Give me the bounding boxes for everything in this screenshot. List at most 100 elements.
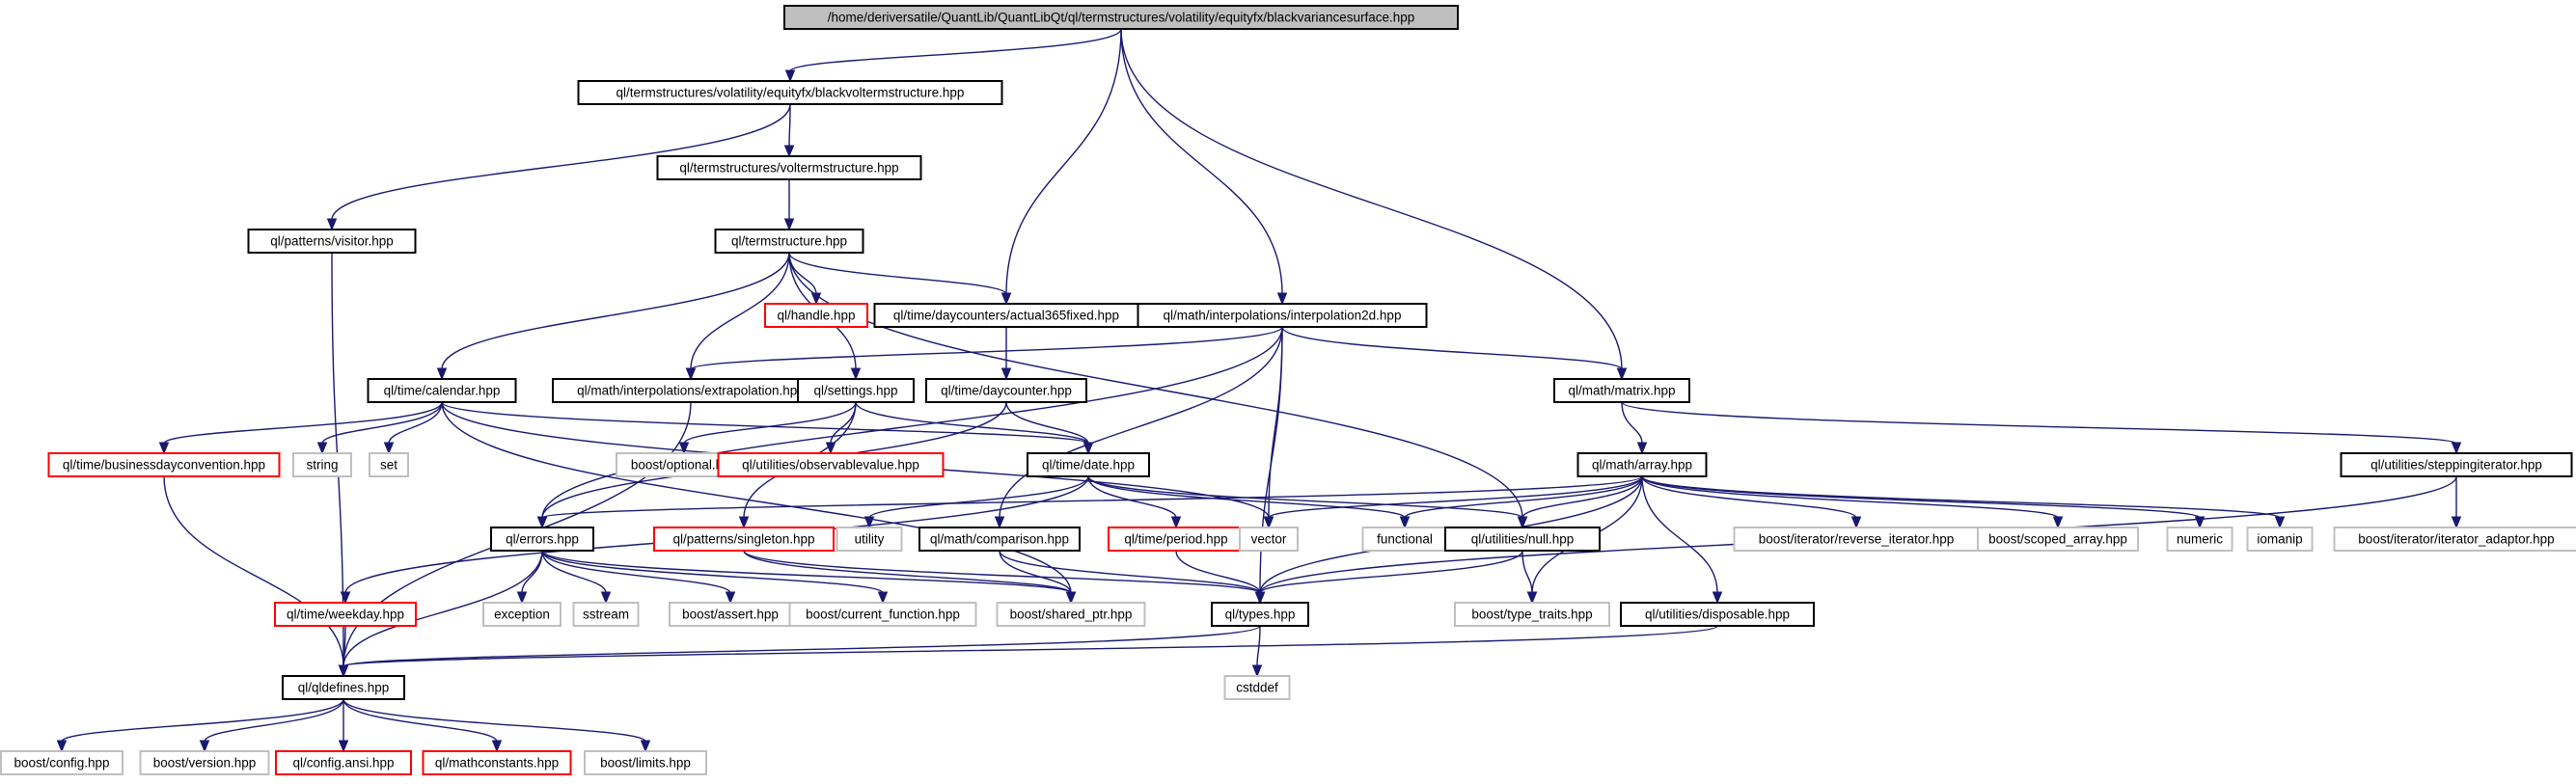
node-vts[interactable]: ql/termstructures/voltermstructure.hpp xyxy=(656,155,922,180)
node-layer: /home/deriversatile/QuantLib/QuantLibQt/… xyxy=(0,5,2576,775)
arrow-head xyxy=(326,218,338,231)
arrow-head xyxy=(338,740,349,753)
edge-qldefines-to-bversion xyxy=(199,698,344,753)
arrow-head xyxy=(2274,516,2286,529)
arrow-head xyxy=(2052,516,2064,529)
node-curfunc: boost/current_function.hpp xyxy=(788,602,977,627)
node-box xyxy=(1454,602,1610,627)
node-box xyxy=(482,602,562,627)
node-settings[interactable]: ql/settings.hpp xyxy=(797,378,915,403)
arrow-head xyxy=(1636,442,1648,455)
node-array[interactable]: ql/math/array.hpp xyxy=(1576,452,1708,477)
node-box xyxy=(1137,303,1428,328)
arrow-head xyxy=(1712,591,1723,605)
edge-bvts-to-vts xyxy=(783,103,795,158)
node-mathconst[interactable]: ql/mathconstants.hpp xyxy=(422,750,572,775)
arrow-head xyxy=(436,367,448,381)
arrow-head xyxy=(536,516,548,529)
node-label: boost/scoped_array.hpp xyxy=(1988,532,2127,547)
node-singleton[interactable]: ql/patterns/singleton.hpp xyxy=(653,527,835,552)
edge-line xyxy=(163,401,443,445)
node-label: ql/mathconstants.hpp xyxy=(435,756,559,770)
edge-array-to-numeric xyxy=(1641,475,2206,529)
edge-errors-to-sharedptr xyxy=(541,550,1077,605)
arrow-head xyxy=(2451,516,2462,529)
node-label: ql/time/daycounter.hpp xyxy=(941,384,1072,398)
edge-line xyxy=(690,326,1283,370)
node-period[interactable]: ql/time/period.hpp xyxy=(1108,527,1245,552)
edge-line xyxy=(1641,475,2281,519)
node-label: utility xyxy=(855,532,885,547)
node-label: boost/iterator/reverse_iterator.hpp xyxy=(1759,532,1955,547)
edge-period-to-types xyxy=(1175,550,1266,605)
node-label: ql/time/date.hpp xyxy=(1042,458,1135,473)
node-typetraits: boost/type_traits.hpp xyxy=(1454,602,1610,627)
node-null[interactable]: ql/utilities/null.hpp xyxy=(1444,527,1601,552)
node-label: exception xyxy=(494,608,550,622)
node-extrap[interactable]: ql/math/interpolations/extrapolation.hpp xyxy=(552,378,830,403)
node-label: iomanip xyxy=(2257,532,2302,547)
node-daycounter[interactable]: ql/time/daycounter.hpp xyxy=(925,378,1087,403)
node-label: ql/qldefines.hpp xyxy=(298,681,390,695)
edge-ts-to-a365 xyxy=(788,252,1012,306)
node-box xyxy=(1223,675,1291,700)
arrow-head xyxy=(316,442,328,455)
edge-disposable-to-qldefines xyxy=(338,625,1718,678)
node-root[interactable]: /home/deriversatile/QuantLib/QuantLibQt/… xyxy=(783,5,1459,30)
node-box xyxy=(1620,602,1815,627)
node-types[interactable]: ql/types.hpp xyxy=(1211,602,1309,627)
node-box xyxy=(1027,452,1150,477)
node-comparison[interactable]: ql/math/comparison.hpp xyxy=(918,527,1081,552)
node-label: ql/time/businessdayconvention.hpp xyxy=(63,458,265,473)
node-stepit[interactable]: ql/utilities/steppingiterator.hpp xyxy=(2340,452,2573,477)
node-calendar[interactable]: ql/time/calendar.hpp xyxy=(367,378,517,403)
node-a365[interactable]: ql/time/daycounters/actual365fixed.hpp xyxy=(873,303,1139,328)
node-label: ql/time/weekday.hpp xyxy=(287,608,404,622)
edge-bvts-to-visitor xyxy=(326,103,791,231)
node-matrix[interactable]: ql/math/matrix.hpp xyxy=(1553,378,1690,403)
node-label: boost/optional.hpp xyxy=(631,458,737,473)
edge-line xyxy=(1175,550,1261,594)
edge-line xyxy=(1087,475,1406,519)
node-bdc[interactable]: ql/time/businessdayconvention.hpp xyxy=(47,452,281,477)
edge-line xyxy=(1621,401,2457,445)
node-box xyxy=(422,750,572,775)
arrow-head xyxy=(340,591,351,605)
edge-vts-to-ts xyxy=(783,179,795,231)
node-sharedptr: boost/shared_ptr.hpp xyxy=(996,602,1146,627)
node-qldefines[interactable]: ql/qldefines.hpp xyxy=(282,675,405,700)
node-label: ql/errors.hpp xyxy=(506,532,579,547)
node-box xyxy=(2166,527,2233,552)
node-interp2d[interactable]: ql/math/interpolations/interpolation2d.h… xyxy=(1137,303,1428,328)
node-handle[interactable]: ql/handle.hpp xyxy=(764,303,868,328)
node-label: ql/math/array.hpp xyxy=(1592,458,1692,473)
edge-line xyxy=(1641,475,1857,519)
edge-line xyxy=(1621,401,1643,445)
arrow-head xyxy=(685,367,697,381)
node-label: ql/math/matrix.hpp xyxy=(1568,384,1675,398)
node-errors[interactable]: ql/errors.hpp xyxy=(490,527,594,552)
node-configansi[interactable]: ql/config.ansi.hpp xyxy=(275,750,412,775)
edge-date-to-period xyxy=(1087,475,1182,529)
node-weekday[interactable]: ql/time/weekday.hpp xyxy=(274,602,417,627)
node-disposable[interactable]: ql/utilities/disposable.hpp xyxy=(1620,602,1815,627)
edge-array-to-scoped xyxy=(1641,475,2064,529)
edge-line xyxy=(1120,28,1283,295)
edge-array-to-iomanip xyxy=(1641,475,2286,529)
node-box xyxy=(1553,378,1690,403)
node-visitor[interactable]: ql/patterns/visitor.hpp xyxy=(247,229,417,254)
edge-bdc-to-qldefines xyxy=(163,475,349,678)
edge-line xyxy=(343,550,543,667)
edge-comparison-to-sharedptr xyxy=(999,550,1077,605)
node-box xyxy=(367,378,517,403)
node-date[interactable]: ql/time/date.hpp xyxy=(1027,452,1150,477)
node-obsval[interactable]: ql/utilities/observablevalue.hpp xyxy=(717,452,945,477)
node-bvts[interactable]: ql/termstructures/volatility/equityfx/bl… xyxy=(577,80,1003,105)
edge-null-to-types xyxy=(1254,550,1523,605)
node-ts[interactable]: ql/termstructure.hpp xyxy=(714,229,864,254)
edge-line xyxy=(331,103,791,221)
node-box xyxy=(925,378,1087,403)
edge-types-to-cstddef xyxy=(1251,625,1263,678)
node-iteradaptor: boost/iterator/iterator_adaptor.hpp xyxy=(2333,527,2576,552)
arrow-head xyxy=(678,442,690,455)
